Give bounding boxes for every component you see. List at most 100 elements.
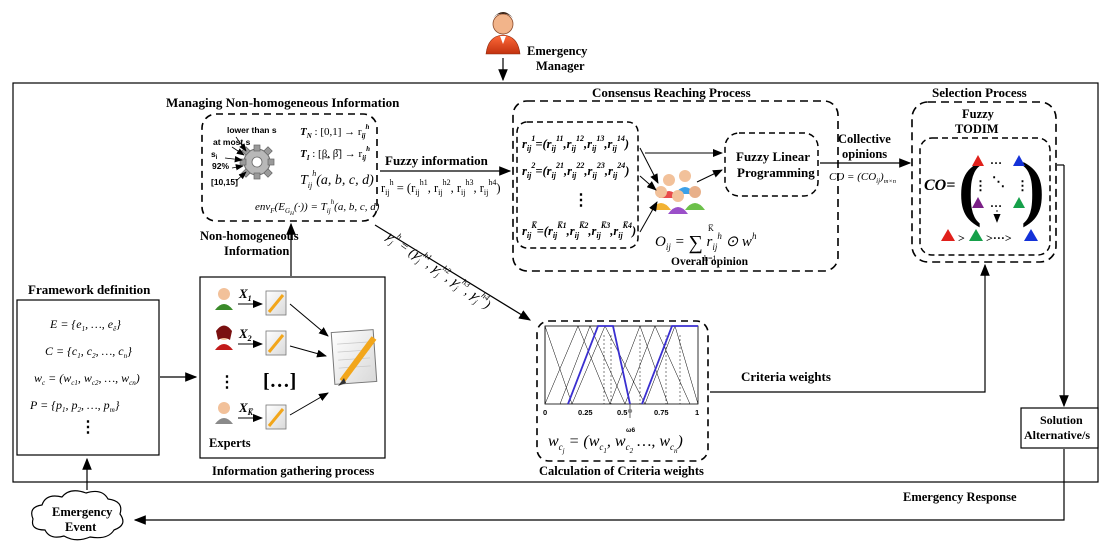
consensus-box xyxy=(512,100,839,272)
rank-red-triangle xyxy=(941,229,955,241)
expert-k: XK̅ xyxy=(215,400,263,424)
criteria-weights-arrow xyxy=(710,263,990,393)
criteria-calc-box xyxy=(536,320,709,462)
criteria-weights-label: Criteria weights xyxy=(741,369,831,384)
criteria-calc-title: Calculation of Criteria weights xyxy=(539,464,704,478)
fuzzy-vector-r: rijh = (rijh1, rijh2, rijh3, rijh4) xyxy=(381,178,501,197)
matrix-right-bracket: ) xyxy=(1021,148,1045,228)
fuzzy-to-criteria-arrow xyxy=(374,224,532,321)
experts-label: Experts xyxy=(209,436,251,450)
solution-label: Solution Alternative/s xyxy=(1024,413,1090,442)
expert-1-var: X1 xyxy=(238,286,252,303)
rank-gt-1: > xyxy=(958,231,965,245)
emergency-manager-icon xyxy=(485,12,521,55)
formula-tn: TN : [0,1] → rijh xyxy=(300,123,369,140)
criteria-weight-formula: wcj = (wc1, wc2 …, wcn) xyxy=(548,433,683,455)
manager-line-2: Manager xyxy=(536,59,585,73)
framework-dots: ⋮ xyxy=(80,419,96,436)
expert-matrix-box xyxy=(516,121,639,249)
notepad-icon-1 xyxy=(265,290,287,316)
omega-marker xyxy=(627,408,633,414)
todim-title: Fuzzy TODIM xyxy=(955,107,999,136)
membership-functions-plot: ω6 0 0.25 0.5 0.75 1 xyxy=(543,325,699,434)
managing-title: Managing Non-homogeneous Information xyxy=(166,95,400,110)
flp-label: Fuzzy Linear Programming xyxy=(736,149,815,180)
fuzzy-information-label: Fuzzy information xyxy=(385,153,489,168)
label-s-i: si xyxy=(211,149,218,161)
omega-label: ω6 xyxy=(626,427,635,434)
expert-1: X1 xyxy=(215,286,263,310)
matrix-ddots: ⋱ xyxy=(992,174,1005,189)
matrix-vdots-left: ⋮ xyxy=(974,178,987,193)
outer-framework-border xyxy=(12,82,1099,483)
collective-opinions-label: Collective opinions xyxy=(838,132,894,161)
expert-2-var: X2 xyxy=(238,326,252,343)
notepad-icon-3 xyxy=(265,404,287,430)
flp-box xyxy=(724,132,819,197)
gathering-box xyxy=(199,276,386,459)
rank-gt-2: >···> xyxy=(986,231,1012,245)
co-formula: CO = (COij)m×n xyxy=(829,171,896,185)
tick-1: 1 xyxy=(695,408,699,417)
tick-0: 0 xyxy=(543,408,547,417)
tick-075: 0.75 xyxy=(654,408,669,417)
matrix-purple-triangle xyxy=(972,197,984,208)
vector-r2: rij2=(rij21,rij22,rij23,rij24) xyxy=(522,161,629,180)
group-arrows xyxy=(639,147,723,233)
set-p: P = {p1, p2, …, pm} xyxy=(29,398,120,414)
experts-dots: ⋮ xyxy=(219,374,235,391)
expert-group-icon xyxy=(651,170,705,214)
large-notepad-icon xyxy=(330,329,378,386)
notepad-icons xyxy=(265,290,287,430)
label-at-most-s: at most s xyxy=(213,137,251,147)
set-c: C = {c1, c2, …, cn} xyxy=(45,344,132,360)
emergency-event-label: Emergency Event xyxy=(52,505,116,534)
vector-dots: ⋮ xyxy=(573,192,589,209)
matrix-blue-triangle-top xyxy=(1013,155,1025,166)
overall-opinion-label: Overall opinion xyxy=(671,256,749,268)
matrix-vdots-right: ⋮ xyxy=(1016,178,1029,193)
gathering-title: Information gathering process xyxy=(212,464,374,478)
selection-title: Selection Process xyxy=(932,85,1027,100)
solution-box xyxy=(1020,407,1099,449)
emergency-response-label: Emergency Response xyxy=(903,490,1017,504)
vector-r1: rij1=(rij11,rij12,rij13,rij14) xyxy=(522,134,629,153)
formula-trapezoid: Tijh(a, b, c, d) xyxy=(300,169,374,190)
ranking-row: > >···> xyxy=(941,229,1038,245)
matrix-red-triangle-top xyxy=(972,155,984,166)
notepad-icon-2 xyxy=(265,330,287,356)
emergency-event-cloud xyxy=(31,490,124,541)
sum-lower-limit: h=1 xyxy=(704,254,717,263)
sum-upper-limit: K̅ xyxy=(708,224,714,233)
non-homogeneous-label: Non-homogeneous Information xyxy=(200,229,302,258)
manager-line-1: Emergency xyxy=(527,44,588,58)
framework-sets: E = {e1, …, eē} C = {c1, c2, …, cn} wc =… xyxy=(29,317,140,436)
expert-k-var: XK̅ xyxy=(238,400,254,417)
consensus-title: Consensus Reaching Process xyxy=(592,85,751,100)
co-matrix-label: CO= xyxy=(924,177,955,194)
todim-inner-box xyxy=(919,137,1051,256)
label-92-percent: 92% xyxy=(212,161,229,171)
overall-opinion-formula: Oij = ∑ rijh ⊙ wh xyxy=(655,231,757,254)
label-lower-than-s: lower than s xyxy=(227,125,277,135)
emergency-manager-label: Emergency Manager xyxy=(527,44,591,73)
matrix-hdots-top: … xyxy=(990,153,1002,167)
managing-formulas: TN : [0,1] → rijh TI : [β̲, β̅] → rijh T… xyxy=(255,123,380,217)
matrix-hdots-bottom: … xyxy=(990,196,1002,210)
formula-ti: TI : [β̲, β̅] → rijh xyxy=(300,145,370,162)
matrix-green-triangle xyxy=(1013,197,1025,208)
set-e: E = {e1, …, eē} xyxy=(49,317,121,333)
rank-green-triangle xyxy=(969,229,983,241)
managing-small-labels: lower than s at most s si 92% [10,15] xyxy=(211,125,277,187)
framework-box xyxy=(16,299,160,456)
framework-title: Framework definition xyxy=(28,282,151,297)
tick-025: 0.25 xyxy=(578,408,593,417)
notepad-arrows xyxy=(289,303,329,416)
ellipsis-box-label: […] xyxy=(263,370,296,392)
tick-05: 0.5 xyxy=(617,408,627,417)
vector-rk: rijK̅=(rijK̅1,rijK̅2,rijK̅3,rijK̅4) xyxy=(522,221,636,240)
rank-blue-triangle xyxy=(1024,229,1038,241)
gear-input-arrows xyxy=(224,136,247,182)
co-matrix: ( ) … … ⋮ ⋮ ⋱ xyxy=(958,148,1045,228)
managing-box xyxy=(201,113,378,222)
